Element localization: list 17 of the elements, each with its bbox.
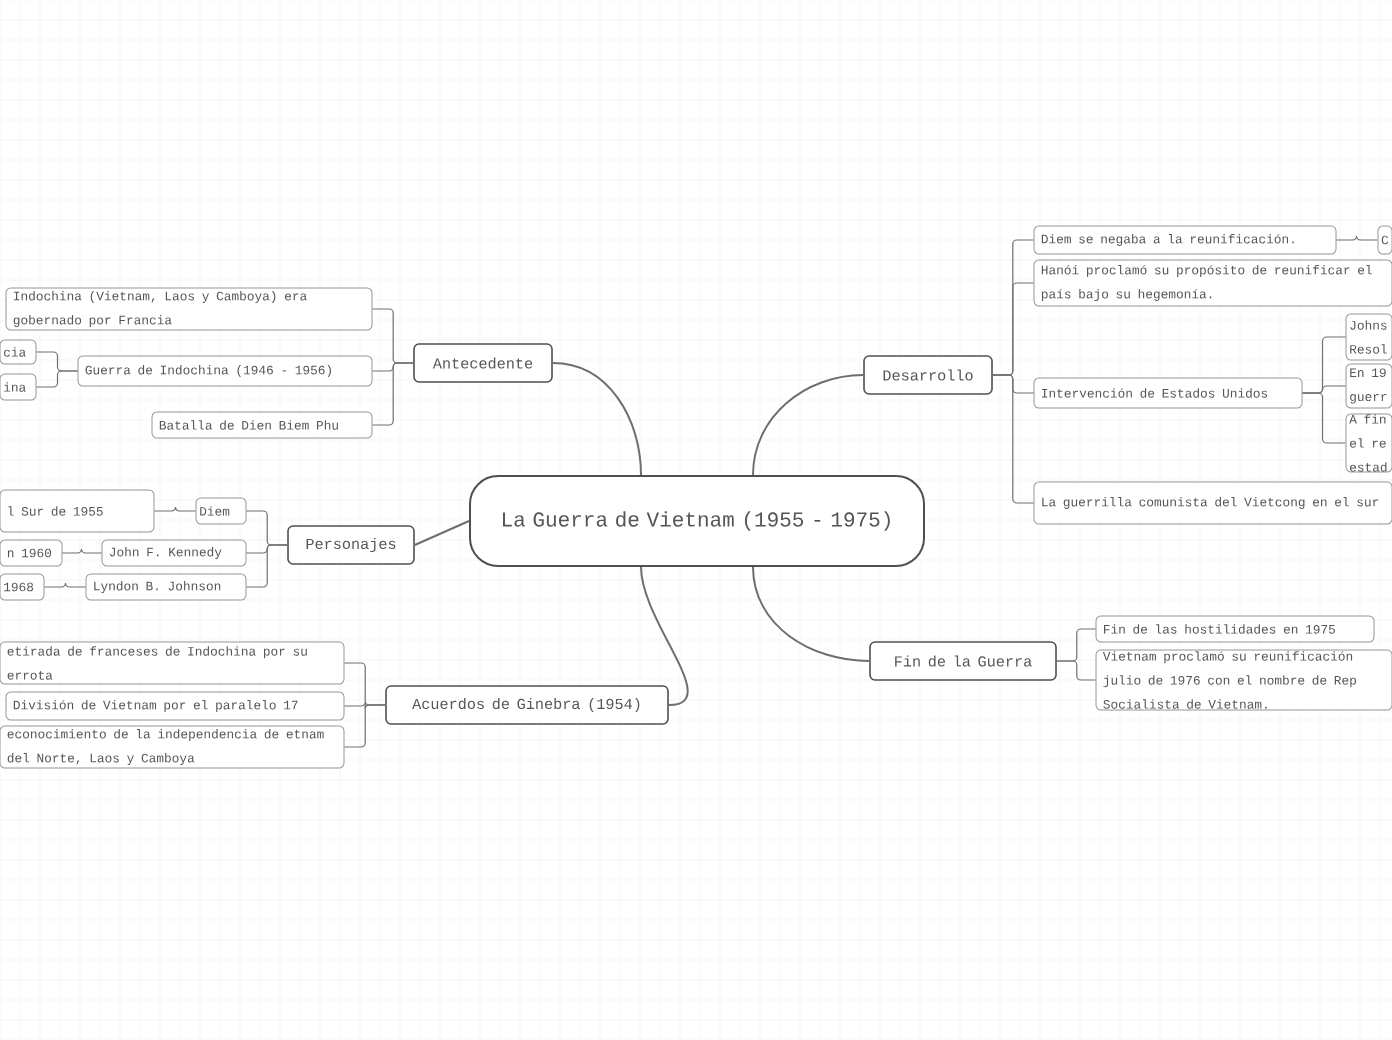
connector-line — [35, 370, 79, 388]
connector-line — [43, 582, 87, 588]
connector-line — [752, 566, 871, 662]
connector-line — [1301, 392, 1347, 444]
connector-line — [371, 362, 414, 426]
connector-line — [245, 544, 288, 588]
connector-line — [1335, 235, 1379, 241]
connector-line — [752, 374, 865, 476]
connector-line — [640, 566, 689, 706]
central-topic-box: La Guerra de Vietnam (1955 - 1975) — [469, 475, 925, 567]
connector-line — [413, 520, 470, 546]
connector-line — [343, 704, 386, 748]
connector-line — [992, 374, 1035, 504]
connector-line — [551, 362, 642, 476]
connector-line — [1056, 660, 1097, 681]
connector-line — [153, 506, 197, 512]
connector-line — [61, 548, 103, 554]
